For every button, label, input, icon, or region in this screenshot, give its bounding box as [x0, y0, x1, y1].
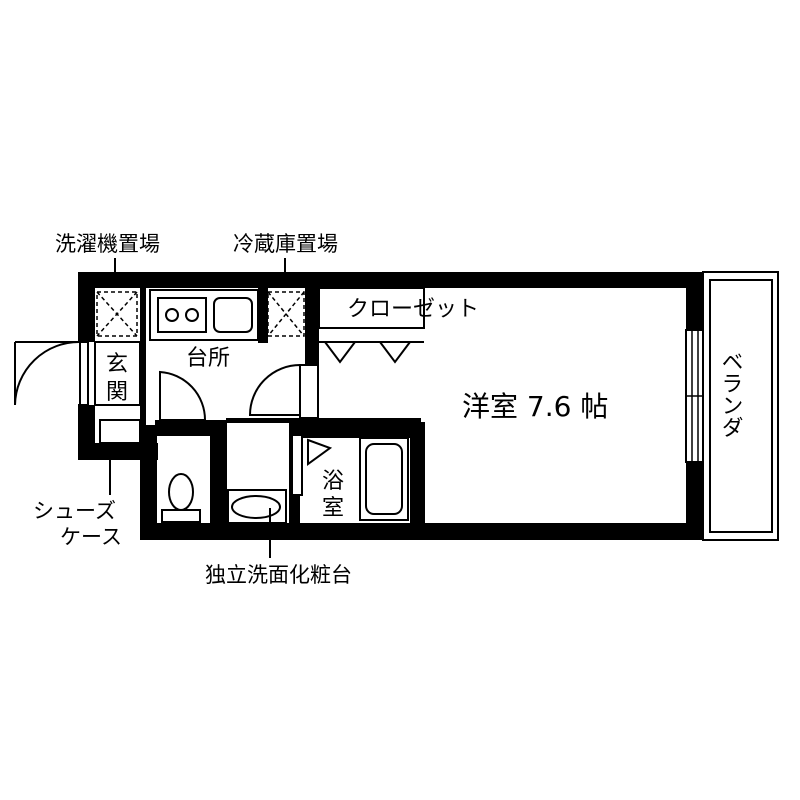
washer-space-icon: [96, 291, 138, 337]
bathtub-icon: [359, 437, 409, 521]
door-swing-icon: [159, 370, 207, 421]
western-room-label: 洋室 7.6 帖: [462, 390, 608, 423]
veranda-label: ベランダ: [718, 350, 743, 438]
kitchen-label: 台所: [186, 346, 230, 371]
kitchen-counter: [149, 289, 259, 341]
door-swing-icon: [14, 340, 89, 406]
closet: [318, 287, 425, 364]
shoe-case-label-1: シューズ: [33, 499, 116, 523]
entrance-label-2: 関: [106, 380, 128, 405]
vanity-label: 独立洗面化粧台: [205, 563, 352, 587]
washer-area-label: 洗濯機置場: [55, 232, 160, 256]
door-swing-icon: [291, 434, 333, 496]
entrance-label-1: 玄: [106, 352, 128, 377]
washbasin-icon: [227, 489, 287, 524]
bath-label-2: 室: [322, 496, 344, 521]
door-swing-icon: [248, 363, 319, 419]
sink-icon: [213, 297, 253, 333]
toilet-icon: [161, 473, 201, 523]
fridge-area-label: 冷蔵庫置場: [233, 232, 338, 256]
closet-label: クローゼット: [347, 297, 479, 322]
bath-label-1: 浴: [322, 469, 344, 494]
fridge-space-icon: [267, 291, 305, 337]
shoe-case-label-2: ケース: [60, 525, 122, 549]
stove-icon: [157, 297, 207, 333]
window-icon: [685, 329, 704, 463]
